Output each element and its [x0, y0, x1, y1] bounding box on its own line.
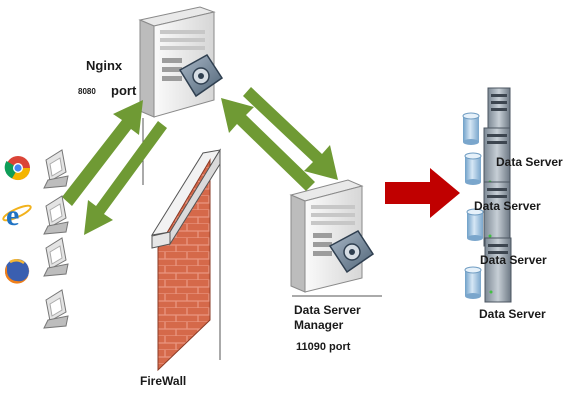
firewall-label: FireWall [140, 374, 187, 388]
data-server-manager-port: 11090 port [296, 341, 351, 353]
client-monitor-icon [43, 237, 69, 277]
database-cylinder-icon [462, 112, 480, 145]
firefox-icon [5, 259, 30, 284]
green-arrow-down [84, 121, 167, 235]
database-cylinder-icon [466, 208, 484, 241]
nginx-port-number: 8080 [78, 87, 96, 96]
client-monitor-icon [43, 149, 69, 189]
nginx-label: Nginx [86, 58, 123, 73]
rack-server-icon [484, 237, 512, 303]
nginx-port-word: port [111, 83, 137, 98]
data-server-cluster-icon [462, 87, 512, 303]
data-server-manager-icon [289, 179, 375, 293]
nginx-server-icon [138, 6, 224, 118]
client-monitor-icon [43, 289, 69, 329]
green-arrow-to-manager [243, 87, 338, 180]
manager-gear-badge-icon [328, 230, 375, 274]
svg-text:e: e [6, 199, 19, 232]
firewall-wall-icon [150, 148, 222, 372]
nginx-gear-badge-icon [178, 54, 224, 98]
red-arrow [385, 168, 460, 218]
database-cylinder-icon [464, 266, 482, 299]
rack-server-icon [483, 181, 511, 247]
chrome-icon [4, 156, 31, 181]
internet-explorer-icon: e [2, 199, 32, 232]
data-server-label: Data Server [474, 199, 541, 213]
green-arrow-up [62, 100, 143, 206]
client-monitor-icon [43, 195, 69, 235]
green-arrow-to-nginx [221, 98, 315, 191]
data-server-label: Data Server [496, 155, 563, 169]
data-server-manager-label: Data Server Manager [294, 303, 361, 332]
database-cylinder-icon [464, 152, 482, 185]
data-server-label: Data Server [479, 307, 546, 321]
data-server-label: Data Server [480, 253, 547, 267]
